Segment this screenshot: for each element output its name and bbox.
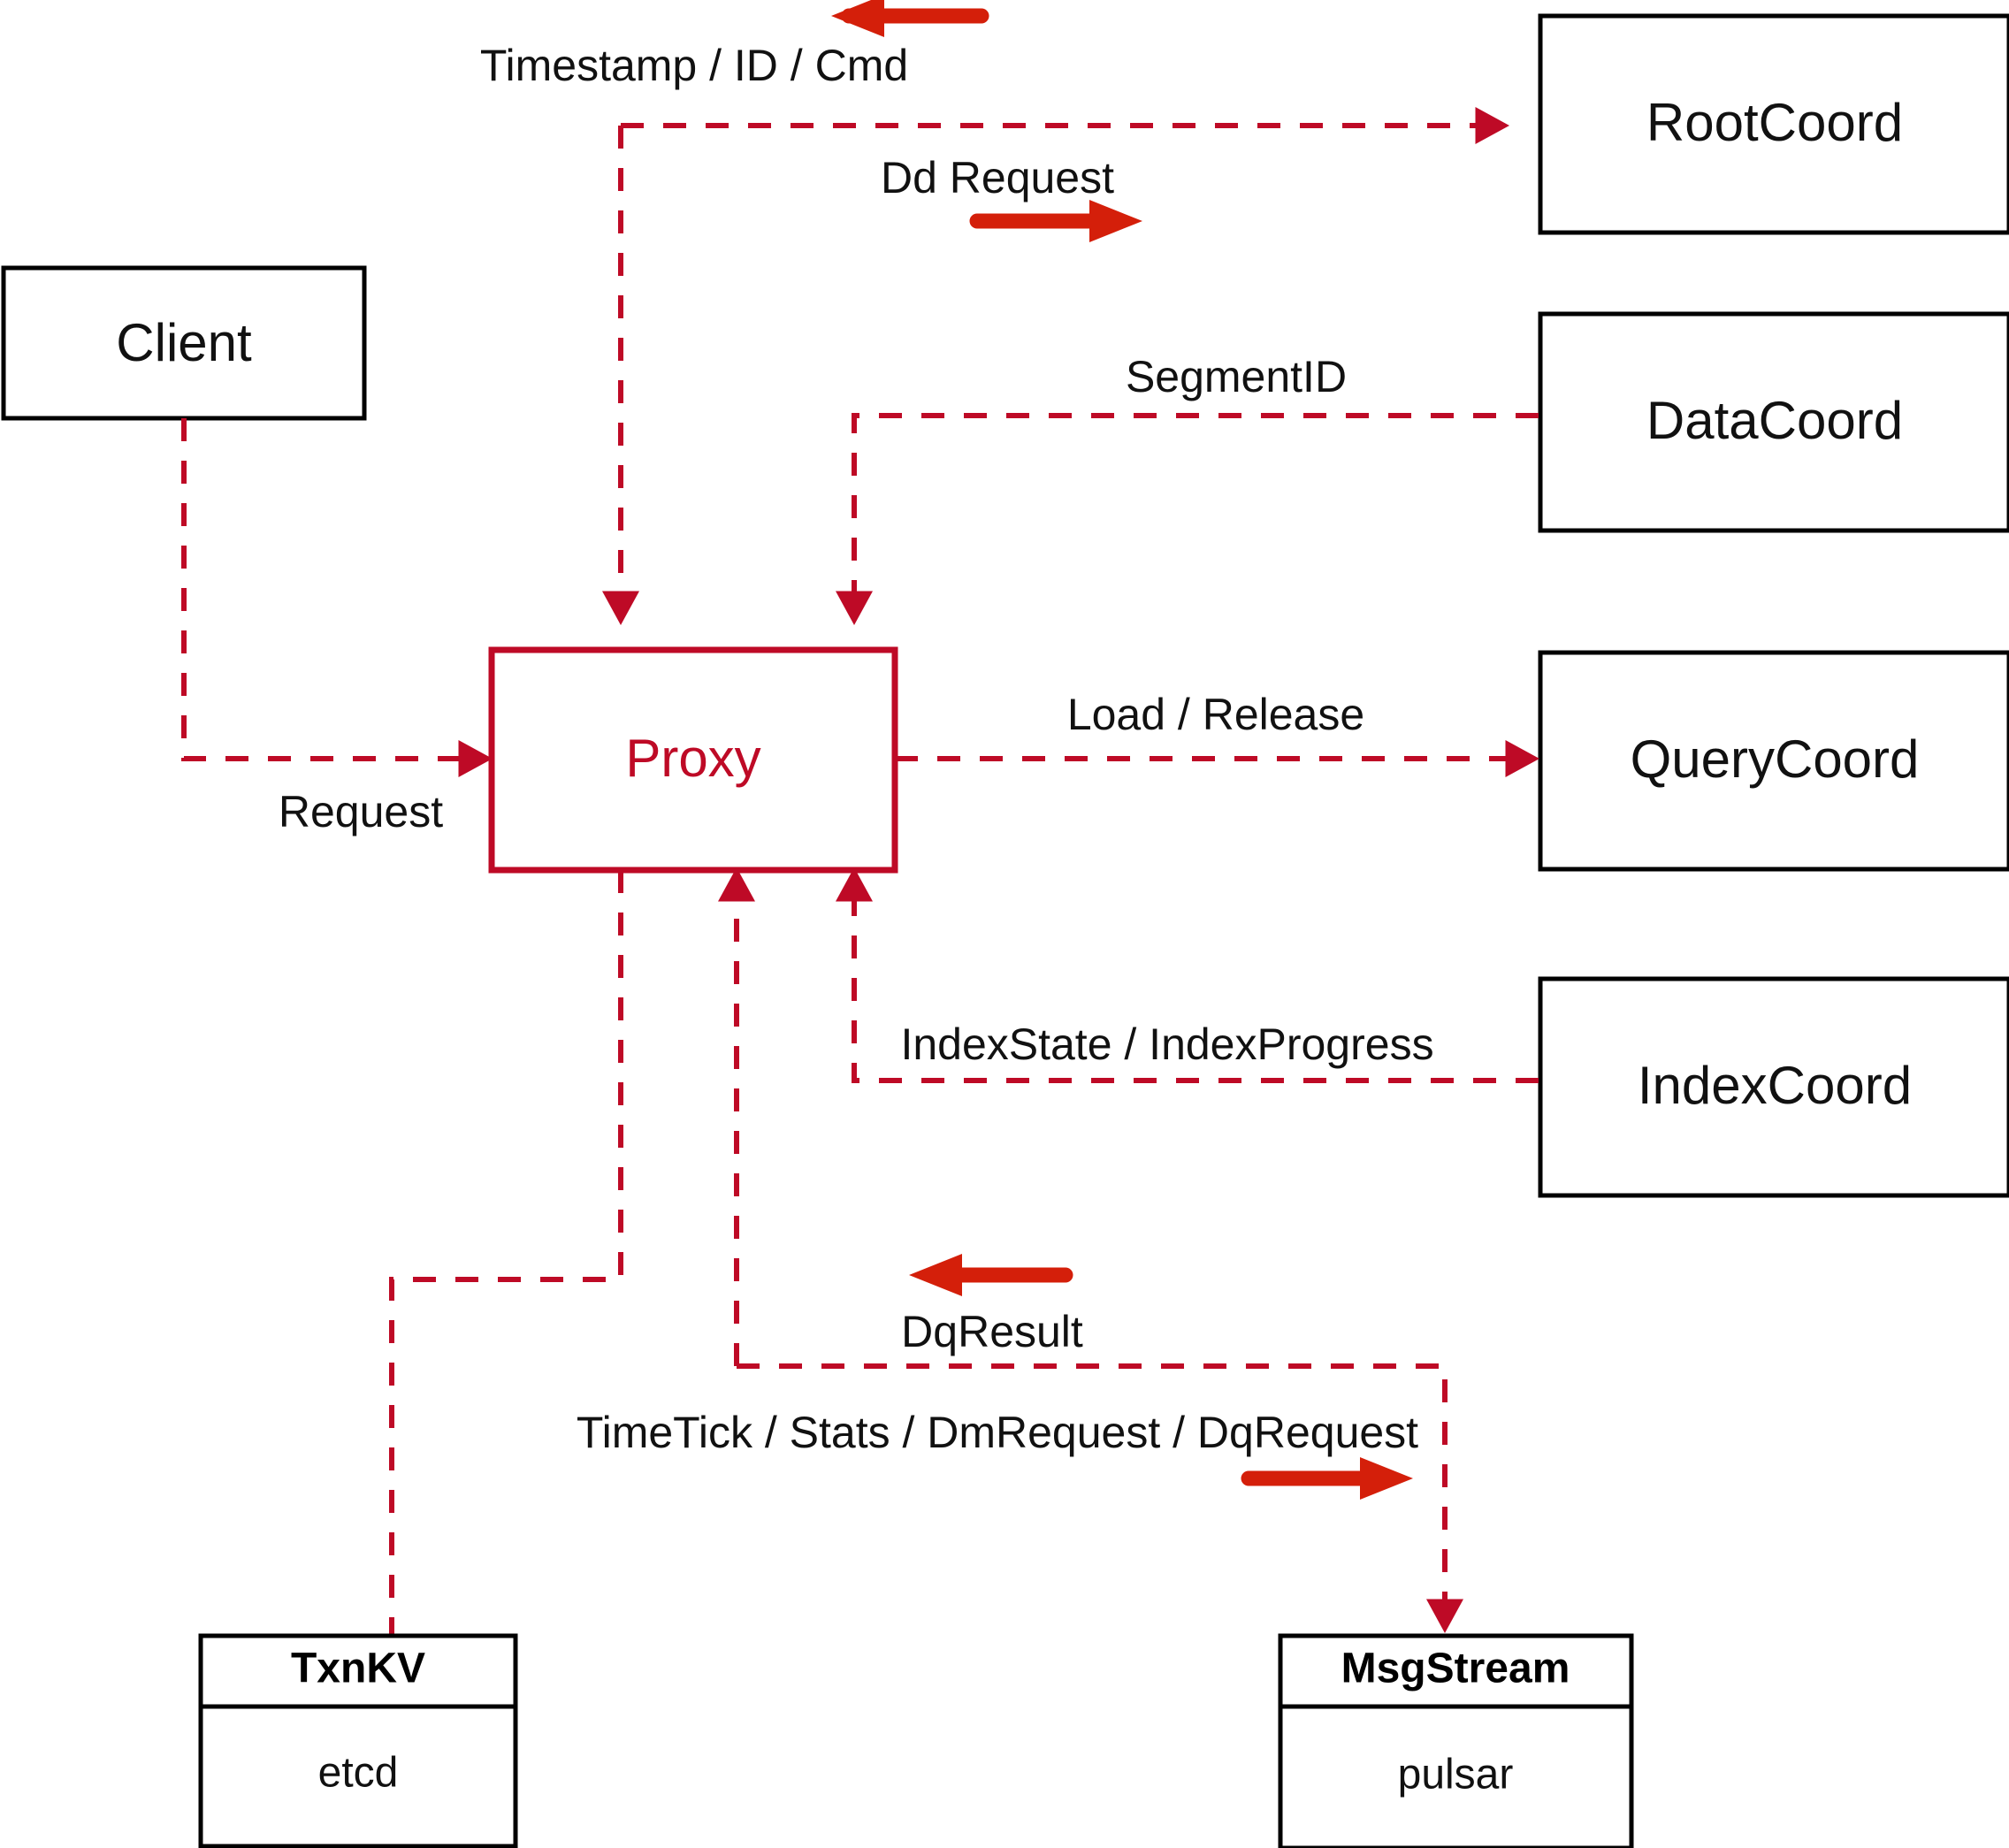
segment-id-line bbox=[836, 413, 1539, 625]
proxy-label: Proxy bbox=[625, 729, 760, 788]
edge-timetick-stats: TimeTick / Stats / DmRequest / DqRequest bbox=[577, 1363, 1463, 1633]
query-coord-box bbox=[1538, 650, 2009, 872]
timetick-arrow-head bbox=[1360, 1457, 1413, 1500]
node-msgstream[interactable]: MsgStream pulsar bbox=[1278, 1633, 1634, 1848]
edge-load-release: Load / Release bbox=[895, 690, 1539, 777]
txnkv-line bbox=[389, 870, 623, 1634]
node-proxy[interactable]: Proxy bbox=[488, 646, 898, 874]
edge-index-state: IndexState / IndexProgress bbox=[836, 867, 1539, 1083]
msgstream-title: MsgStream bbox=[1341, 1646, 1570, 1692]
data-coord-box bbox=[1538, 311, 2009, 533]
root-coord-box bbox=[1538, 13, 2009, 235]
dd-request-arrow-head bbox=[1089, 200, 1142, 242]
dd-request-label: Dd Request bbox=[881, 153, 1114, 202]
request-label: Request bbox=[279, 787, 443, 836]
node-root-coord[interactable]: RootCoord bbox=[1538, 13, 2009, 235]
dq-result-arrow-head bbox=[909, 1254, 962, 1296]
node-data-coord[interactable]: DataCoord bbox=[1538, 311, 2009, 533]
node-txnkv[interactable]: TxnKV etcd bbox=[198, 1633, 518, 1848]
query-coord-label: QueryCoord bbox=[1631, 729, 1920, 789]
timetick-stats-label: TimeTick / Stats / DmRequest / DqRequest bbox=[577, 1408, 1418, 1457]
timestamp-direction-arrow-head bbox=[831, 0, 884, 37]
node-index-coord[interactable]: IndexCoord bbox=[1538, 976, 2009, 1198]
timestamp-id-cmd-label: Timestamp / ID / Cmd bbox=[480, 41, 908, 90]
index-coord-box bbox=[1538, 976, 2009, 1198]
node-query-coord[interactable]: QueryCoord bbox=[1538, 650, 2009, 872]
edge-request: Request bbox=[181, 418, 493, 836]
dq-result-label: DqResult bbox=[901, 1307, 1083, 1356]
txnkv-title: TxnKV bbox=[291, 1646, 425, 1692]
msgstream-subtitle: pulsar bbox=[1398, 1752, 1514, 1798]
timetick-stats-line bbox=[737, 1363, 1463, 1633]
proxy-box bbox=[488, 646, 898, 874]
client-box bbox=[1, 265, 367, 421]
node-client[interactable]: Client bbox=[1, 265, 367, 421]
root-coord-label: RootCoord bbox=[1646, 93, 1903, 152]
segment-id-label: SegmentID bbox=[1126, 352, 1347, 401]
edge-segment-id: SegmentID bbox=[836, 352, 1539, 625]
client-label: Client bbox=[116, 313, 252, 372]
msgstream-box bbox=[1278, 1633, 1634, 1848]
edge-txnkv bbox=[389, 870, 623, 1634]
data-coord-label: DataCoord bbox=[1646, 391, 1903, 450]
index-state-label: IndexState / IndexProgress bbox=[900, 1019, 1433, 1069]
txnkv-subtitle: etcd bbox=[318, 1750, 399, 1797]
edge-dd-request: Dd Request bbox=[881, 153, 1142, 242]
txnkv-box bbox=[198, 1633, 518, 1848]
load-release-label: Load / Release bbox=[1067, 690, 1364, 739]
edge-dq-result: DqResult bbox=[718, 867, 1083, 1366]
index-coord-label: IndexCoord bbox=[1638, 1056, 1912, 1115]
edge-timestamp-id-cmd: Timestamp / ID / Cmd bbox=[480, 0, 1509, 625]
request-line bbox=[181, 418, 493, 777]
index-state-line bbox=[836, 867, 1539, 1083]
